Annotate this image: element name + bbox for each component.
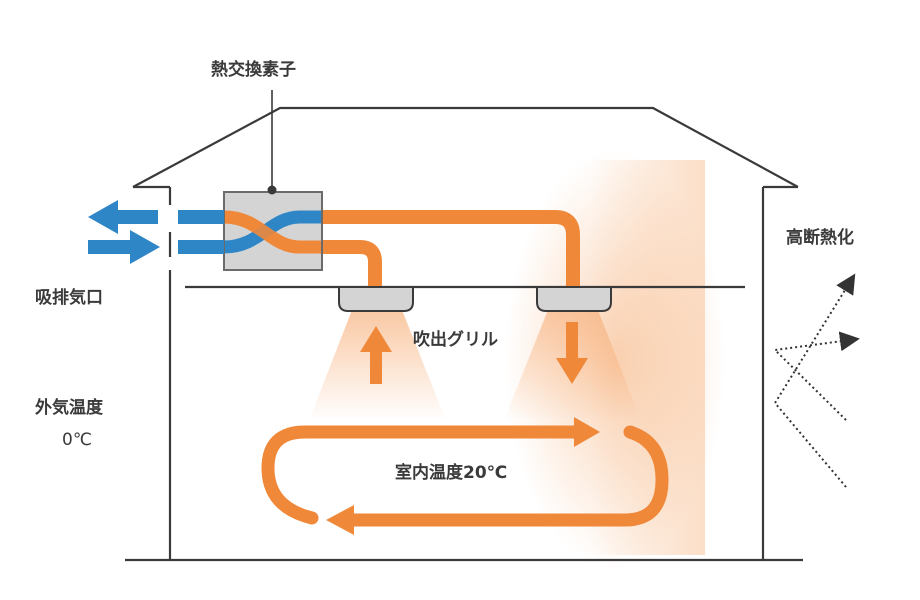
warm-duct bbox=[293, 210, 580, 294]
arrow-down-icon bbox=[556, 322, 588, 384]
dotted-arrow-icon bbox=[772, 273, 860, 488]
heat-exchanger-label: 熱交換素子 bbox=[211, 60, 296, 80]
leader-dot bbox=[267, 185, 277, 195]
supply-grille-left bbox=[338, 286, 414, 312]
arrow-left-icon bbox=[88, 200, 224, 234]
indoor-circulation-loop bbox=[261, 425, 669, 527]
vent-opening-label: 吸排気口 bbox=[35, 288, 103, 308]
arrow-right-icon bbox=[88, 230, 224, 264]
grille-label: 吹出グリル bbox=[413, 330, 498, 350]
indoor-temp-label: 室内温度20℃ bbox=[395, 463, 508, 483]
supply-grille-right bbox=[536, 286, 612, 312]
outdoor-temp-label: 外気温度 bbox=[35, 398, 103, 418]
arrow-left-icon bbox=[326, 505, 354, 535]
insulation-label: 高断熱化 bbox=[786, 228, 854, 248]
outdoor-temp-value: 0℃ bbox=[62, 430, 92, 450]
arrow-right-icon bbox=[574, 417, 600, 447]
house-outline bbox=[125, 106, 803, 562]
arrow-up-icon bbox=[360, 326, 392, 384]
